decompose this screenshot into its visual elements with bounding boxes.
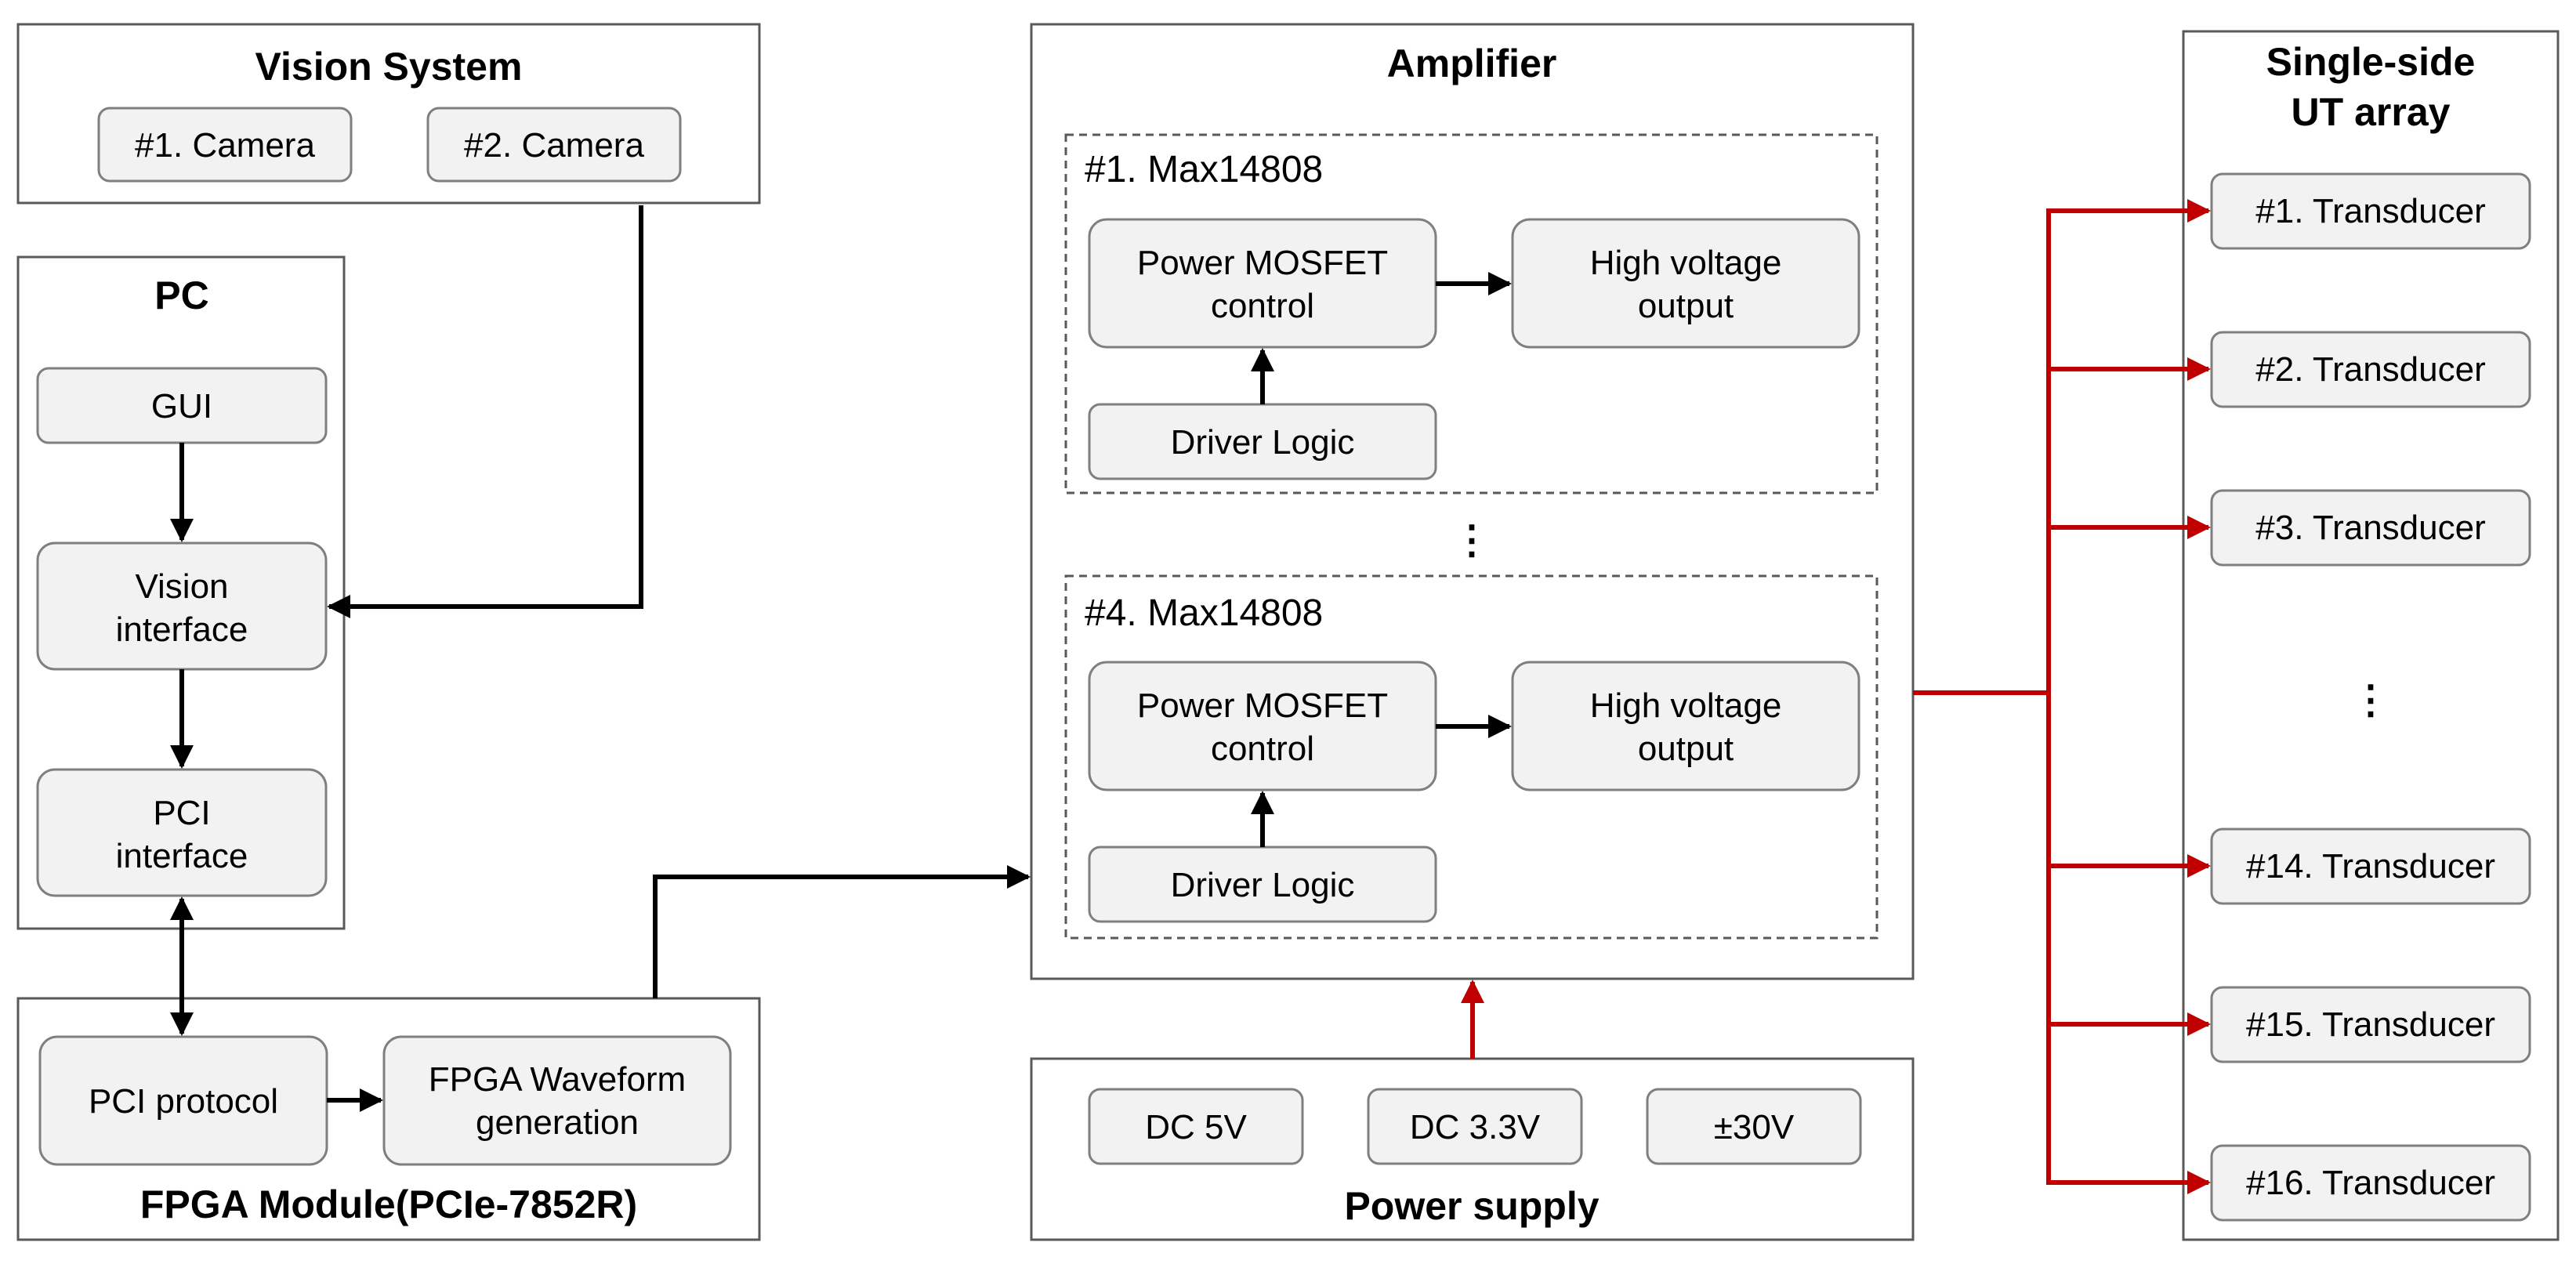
channel-4-group xyxy=(1064,574,1879,940)
rail-30v-box xyxy=(1646,1088,1862,1165)
ut-array-title-2: UT array xyxy=(2292,90,2451,134)
hv-output-label-1b: output xyxy=(1638,287,1734,325)
transducer-label-2: #2. Transducer xyxy=(2255,350,2486,389)
channel-1-group xyxy=(1064,133,1879,494)
mosfet-control-label-4b: control xyxy=(1211,730,1314,768)
pci-interface-box xyxy=(36,768,328,897)
waveform-box xyxy=(382,1035,732,1166)
transducer-box-3 xyxy=(2210,489,2531,567)
mosfet-control-box-1 xyxy=(1088,218,1437,349)
mosfet-control-box-4 xyxy=(1088,661,1437,791)
ut-array-title-1: Single-side xyxy=(2266,40,2476,84)
amplifier-frame xyxy=(1030,23,1915,980)
channel-4-name: #4. Max14808 xyxy=(1085,592,1323,634)
driver-logic-label-4: Driver Logic xyxy=(1171,866,1355,904)
transducer-label-15: #15. Transducer xyxy=(2246,1005,2495,1044)
driver-logic-label-1: Driver Logic xyxy=(1171,423,1355,462)
rail-dc33v-box xyxy=(1367,1088,1583,1165)
fpga-to-amplifier-arrow xyxy=(653,865,1031,998)
camera-1-box xyxy=(97,107,353,183)
fpga-module-title: FPGA Module(PCIe-7852R) xyxy=(140,1183,637,1226)
camera-2-label: #2. Camera xyxy=(464,126,644,165)
waveform-label-1: FPGA Waveform xyxy=(429,1060,686,1099)
transducer-label-14: #14. Transducer xyxy=(2246,847,2495,886)
transducer-box-1 xyxy=(2210,172,2531,250)
waveform-label-2: generation xyxy=(476,1103,639,1142)
transducer-label-3: #3. Transducer xyxy=(2255,509,2486,547)
rail-dc5v-label: DC 5V xyxy=(1145,1108,1247,1146)
transducer-label-16: #16. Transducer xyxy=(2246,1164,2495,1202)
mosfet-control-label-1a: Power MOSFET xyxy=(1137,244,1388,282)
hv-output-label-4a: High voltage xyxy=(1590,686,1782,725)
hv-output-label-4b: output xyxy=(1638,730,1734,768)
transducer-box-15 xyxy=(2210,986,2531,1063)
hv-output-box-1 xyxy=(1511,218,1860,349)
vision-interface-box xyxy=(36,541,328,671)
transducer-label-1: #1. Transducer xyxy=(2255,192,2486,230)
amplifier-ellipsis: ⋮ xyxy=(1452,518,1491,562)
camera-to-vision-interface-arrow xyxy=(327,205,643,618)
transducer-box-16 xyxy=(2210,1144,2531,1222)
pci-protocol-label: PCI protocol xyxy=(89,1082,278,1121)
camera-1-label: #1. Camera xyxy=(135,126,315,165)
pci-interface-label-1: PCI xyxy=(153,794,210,832)
camera-2-box xyxy=(426,107,682,183)
mosfet-control-label-4a: Power MOSFET xyxy=(1137,686,1388,725)
channel-1-name: #1. Max14808 xyxy=(1085,149,1323,190)
amplifier-title: Amplifier xyxy=(1387,42,1557,85)
rail-30v-label: ±30V xyxy=(1714,1108,1795,1146)
ut-array-ellipsis: ⋮ xyxy=(2351,678,2390,722)
power-supply-title: Power supply xyxy=(1344,1184,1599,1228)
vision-interface-label-1: Vision xyxy=(135,567,228,606)
rail-dc5v-box xyxy=(1088,1088,1304,1165)
pci-interface-label-2: interface xyxy=(116,837,248,875)
hv-output-box-4 xyxy=(1511,661,1860,791)
transducer-box-14 xyxy=(2210,828,2531,905)
hv-output-label-1a: High voltage xyxy=(1590,244,1782,282)
rail-dc33v-label: DC 3.3V xyxy=(1410,1108,1541,1146)
vision-interface-label-2: interface xyxy=(116,610,248,649)
mosfet-control-label-1b: control xyxy=(1211,287,1314,325)
vision-system-title: Vision System xyxy=(255,45,523,89)
pc-title: PC xyxy=(154,273,208,317)
transducer-box-2 xyxy=(2210,331,2531,408)
gui-label: GUI xyxy=(151,387,212,426)
